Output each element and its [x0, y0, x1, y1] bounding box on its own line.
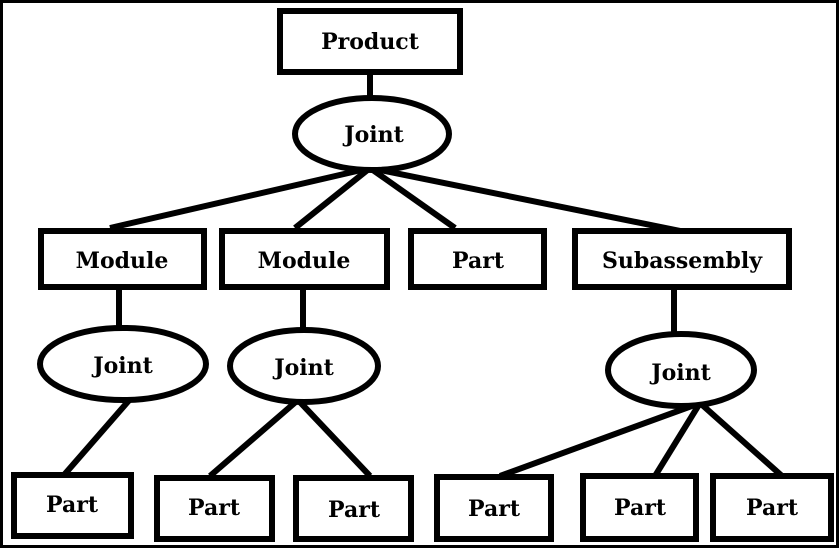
edge-jointsub-partc	[698, 400, 784, 479]
node-module-1: Module	[38, 228, 207, 290]
edge-jointm2-parta	[208, 397, 300, 479]
node-subassembly: Subassembly	[572, 228, 792, 290]
edge-jointsub-parta	[498, 400, 702, 479]
edge-jointm2-partb	[295, 397, 373, 479]
node-part-sub-b-label: Part	[614, 495, 667, 521]
node-part-sub-b: Part	[580, 473, 699, 542]
node-part-top: Part	[408, 228, 547, 290]
node-part-sub-a: Part	[434, 474, 554, 542]
edge-joint-part	[368, 165, 457, 231]
edge-joint-module1	[109, 165, 371, 231]
nodes: Product Joint Module Module Part Subasse…	[11, 8, 834, 542]
edge-jointsub-partb	[652, 401, 703, 478]
node-joint-root: Joint	[292, 95, 452, 173]
node-part-m2-a: Part	[154, 475, 275, 542]
node-module-1-label: Module	[76, 248, 169, 274]
node-part-sub-c: Part	[710, 473, 834, 542]
node-subassembly-label: Subassembly	[602, 248, 763, 274]
node-product-label: Product	[321, 29, 420, 55]
node-part-m1-label: Part	[46, 492, 99, 518]
edge-joint-subassembly	[369, 165, 681, 234]
node-part-m2-b-label: Part	[328, 497, 381, 523]
node-part-top-label: Part	[452, 248, 505, 274]
node-part-m2-a-label: Part	[188, 495, 241, 521]
node-part-m2-b: Part	[293, 475, 414, 542]
node-module-2: Module	[219, 228, 390, 290]
node-product: Product	[277, 8, 463, 75]
node-module-2-label: Module	[258, 248, 351, 274]
edge-jointm1-part	[61, 395, 135, 477]
node-joint-m2-label: Joint	[272, 355, 334, 381]
node-part-m1: Part	[11, 472, 134, 539]
node-part-sub-c-label: Part	[746, 495, 799, 521]
node-part-sub-a-label: Part	[468, 496, 521, 522]
edge-joint-module2	[293, 165, 372, 231]
node-joint-root-label: Joint	[342, 122, 404, 148]
node-joint-m1-label: Joint	[91, 353, 153, 379]
node-joint-m1: Joint	[37, 325, 209, 403]
node-joint-sub: Joint	[605, 331, 757, 409]
node-joint-m2: Joint	[227, 327, 381, 405]
node-joint-sub-label: Joint	[649, 360, 711, 386]
